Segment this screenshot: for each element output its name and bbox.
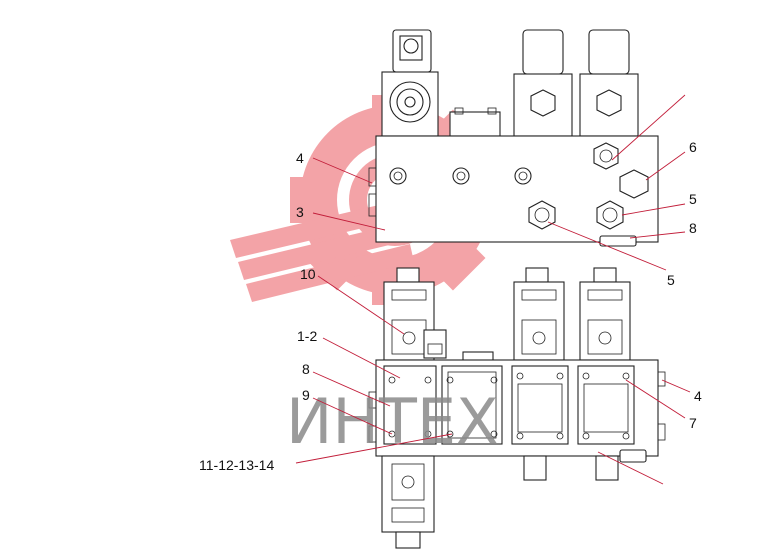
- watermark-text: ИНТЕХ: [286, 385, 499, 458]
- callout-4-right: 4: [694, 388, 702, 404]
- callout-1-2: 1-2: [297, 328, 317, 344]
- callout-5-upper: 5: [689, 191, 697, 207]
- callout-11-14: 11-12-13-14: [199, 457, 274, 473]
- callout-labels: 4 3 10 1-2 8 9 11-12-13-14 6 5 8 5 4 7: [199, 139, 702, 473]
- callout-4-left: 4: [296, 150, 304, 166]
- callout-6: 6: [689, 139, 697, 155]
- callout-9: 9: [302, 387, 310, 403]
- callout-3: 3: [296, 204, 304, 220]
- speed-lines: [230, 200, 414, 302]
- callout-7: 7: [689, 415, 697, 431]
- upper-valve-block: [368, 29, 659, 247]
- callout-10: 10: [300, 266, 316, 282]
- callout-8-right: 8: [689, 220, 697, 236]
- leader-lines: [295, 94, 691, 485]
- bolts: [388, 372, 630, 440]
- callout-5-lower: 5: [667, 272, 675, 288]
- callout-8-left: 8: [302, 361, 310, 377]
- lower-valve-block: [368, 267, 666, 549]
